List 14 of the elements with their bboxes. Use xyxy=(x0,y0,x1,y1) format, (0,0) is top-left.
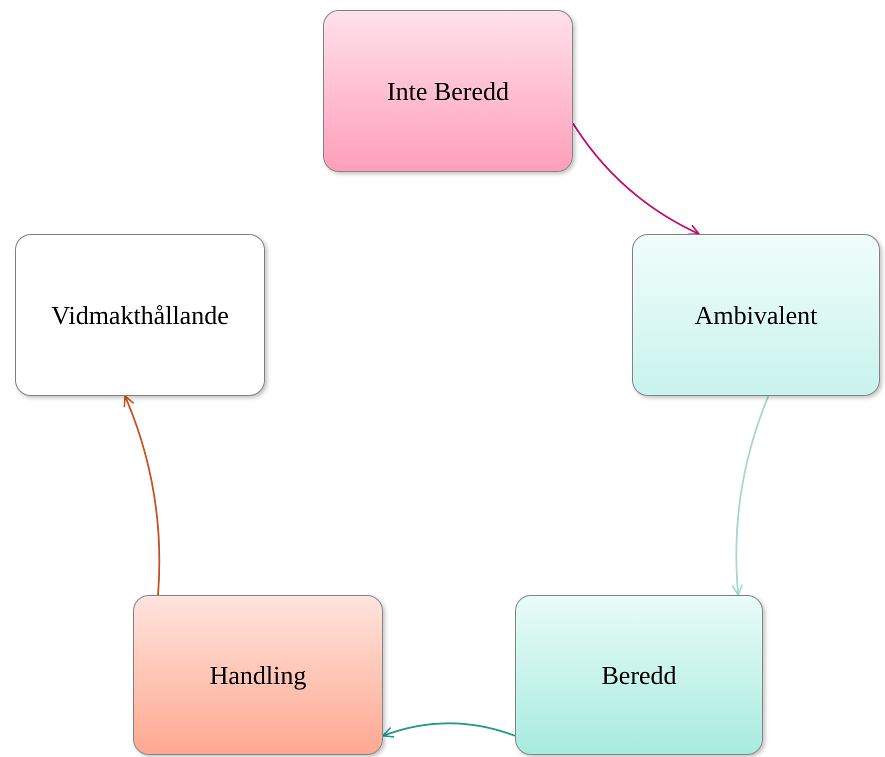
stage-box xyxy=(15,234,265,396)
curved-arrow xyxy=(572,122,700,235)
curved-arrow xyxy=(732,396,770,596)
curved-arrow xyxy=(123,395,160,596)
stage-label: Inte Beredd xyxy=(386,76,509,108)
stage-box xyxy=(515,595,763,755)
curved-arrow xyxy=(382,722,516,738)
stage-label: Handling xyxy=(210,660,306,692)
stage-label: Vidmakthållande xyxy=(51,300,229,332)
stage-label: Ambivalent xyxy=(694,300,818,332)
stage-box xyxy=(632,234,880,396)
stage-box xyxy=(323,10,573,172)
stage-box xyxy=(133,595,383,755)
stage-label: Beredd xyxy=(601,660,677,692)
